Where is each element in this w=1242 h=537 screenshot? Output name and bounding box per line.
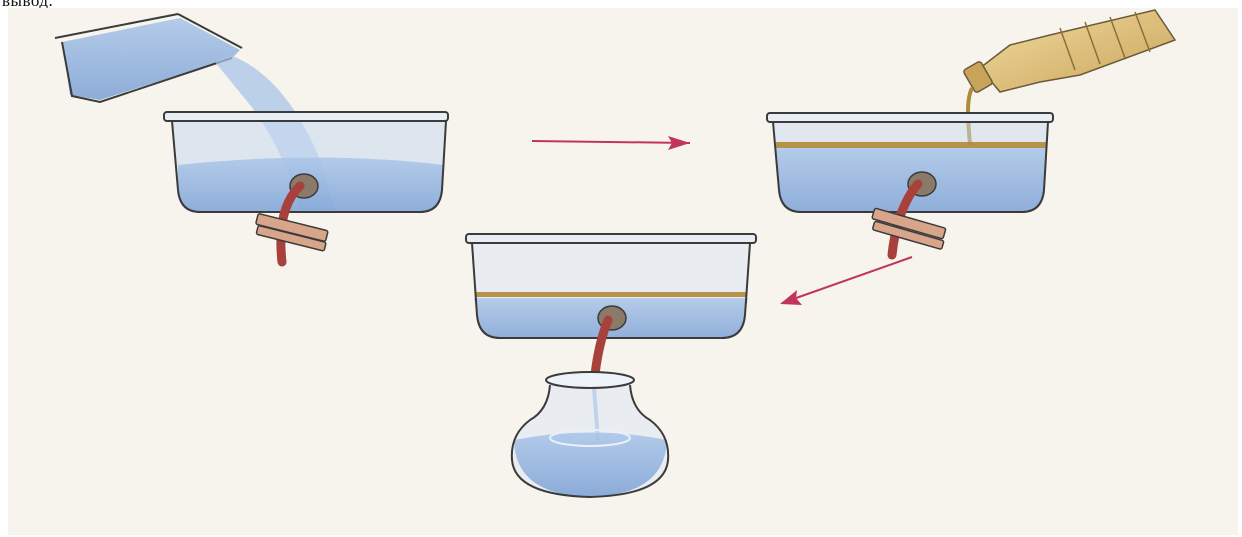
stage-3-draining-water <box>465 233 757 499</box>
clamp-icon <box>255 213 329 252</box>
clamp-icon <box>871 207 947 250</box>
caption-fragment: вывод. <box>2 0 54 10</box>
beaker-icon <box>54 13 243 104</box>
arrow-icon <box>780 256 913 305</box>
rubber-tube-icon <box>276 181 305 267</box>
stage-2-adding-oil <box>766 9 1177 260</box>
arrow-icon <box>531 136 691 150</box>
jar-icon <box>510 371 670 499</box>
glass-bowl-icon <box>465 233 757 339</box>
rubber-tube-icon <box>887 179 923 260</box>
stage-1-pouring-water <box>54 13 449 267</box>
oil-bottle-icon <box>963 9 1177 93</box>
